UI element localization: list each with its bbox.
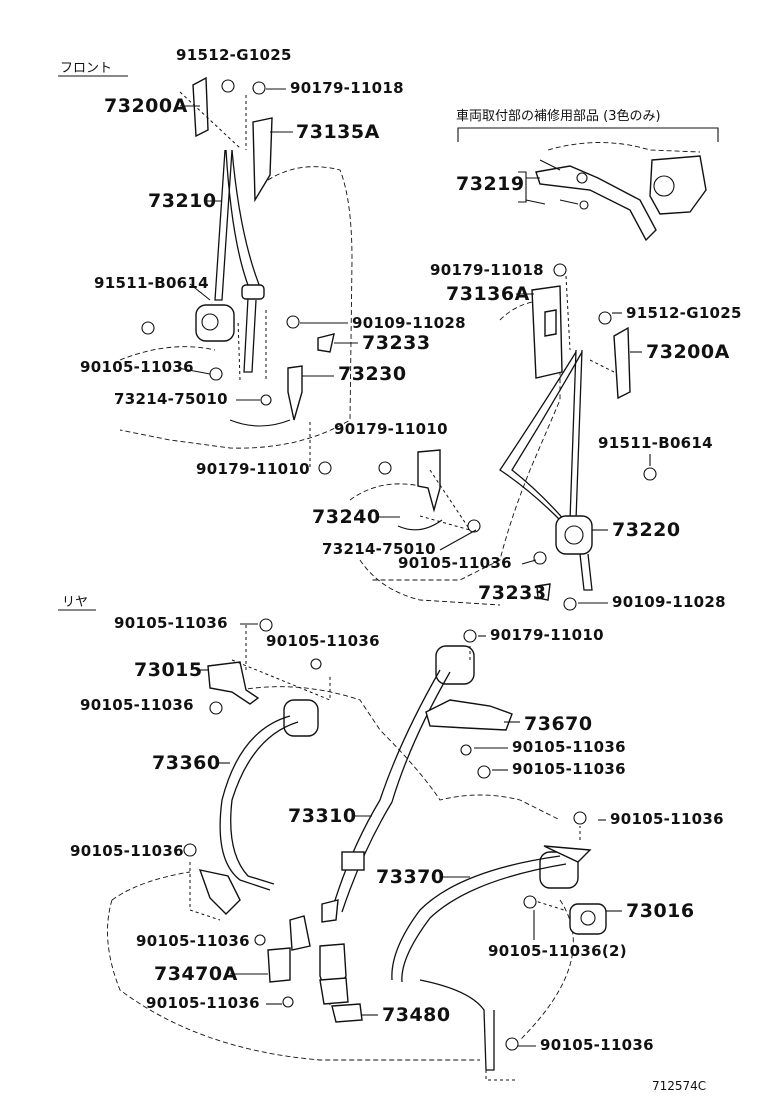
- front-left-seat-outline: [119, 166, 353, 449]
- part-label-73480: 73480: [382, 1004, 451, 1026]
- part-label-90179-11010-front-right: 90179-11010: [334, 420, 448, 438]
- part-label-90109-11028-front-left: 90109-11028: [352, 314, 466, 332]
- part-label-90105-11036-rear-1: 90105-11036: [114, 614, 228, 632]
- part-label-91512-G1025-front-right: 91512-G1025: [626, 304, 742, 322]
- part-label-73136A: 73136A: [446, 283, 530, 305]
- part-label-73214-75010-front-left: 73214-75010: [114, 390, 228, 408]
- repair-parts-note: 車両取付部の補修用部品 (3色のみ): [456, 108, 661, 124]
- part-label-90105-11036-2: 90105-11036(2): [488, 942, 627, 960]
- part-label-91511-B0614-front-left: 91511-B0614: [94, 274, 209, 292]
- repair-bracket-73219: [535, 142, 707, 242]
- part-label-73370: 73370: [376, 866, 445, 888]
- part-label-90105-11036-rear-3: 90105-11036: [80, 696, 194, 714]
- front-section-label: フロント: [60, 61, 112, 76]
- part-label-90179-11010-rear: 90179-11010: [490, 626, 604, 644]
- rear-seat-outline: [107, 686, 574, 1061]
- part-label-73135A: 73135A: [296, 121, 380, 143]
- front-right-bolts: [378, 263, 657, 611]
- part-label-73310: 73310: [288, 805, 357, 827]
- part-label-73670: 73670: [524, 713, 593, 735]
- part-label-90105-11036-rear-4: 90105-11036: [512, 738, 626, 756]
- rear-section-label: リヤ: [62, 595, 88, 610]
- part-label-90105-11036-rear-5: 90105-11036: [512, 760, 626, 778]
- part-label-90105-11036-front-right: 90105-11036: [398, 554, 512, 572]
- part-label-91512-G1025-front-left: 91512-G1025: [176, 46, 292, 64]
- part-label-90105-11036-rear-2: 90105-11036: [266, 632, 380, 650]
- part-label-73233-front-right: 73233: [478, 582, 547, 604]
- part-label-90179-11018-front-right: 90179-11018: [430, 261, 544, 279]
- part-label-90105-11036-rear-9: 90105-11036: [146, 994, 260, 1012]
- rear-bolts: [183, 618, 587, 1051]
- part-label-73233-front-left: 73233: [362, 332, 431, 354]
- part-label-90105-11036-rear-6: 90105-11036: [610, 810, 724, 828]
- front-right-seat-outline: [349, 299, 561, 606]
- part-label-73214-75010-front-right: 73214-75010: [322, 540, 436, 558]
- part-label-90105-11036-front-left: 90105-11036: [80, 358, 194, 376]
- part-label-73200A-front-left: 73200A: [104, 95, 188, 117]
- part-label-73220: 73220: [612, 519, 681, 541]
- part-label-90105-11036-rear-10: 90105-11036: [540, 1036, 654, 1054]
- part-label-90109-11028-front-right: 90109-11028: [612, 593, 726, 611]
- part-label-91511-B0614-front-right: 91511-B0614: [598, 434, 713, 452]
- part-label-73015: 73015: [134, 659, 203, 681]
- part-label-90105-11036-rear-8: 90105-11036: [136, 932, 250, 950]
- front-left-seat-belt: [179, 76, 303, 427]
- rear-seat-belts: [189, 625, 607, 1081]
- front-right-seat-belt: [397, 275, 631, 591]
- drawing-code: 712574C: [652, 1079, 706, 1093]
- part-label-90179-11010-front-left: 90179-11010: [196, 460, 310, 478]
- front-left-bolts: [141, 79, 335, 475]
- part-label-73240: 73240: [312, 506, 381, 528]
- part-label-73210: 73210: [148, 190, 217, 212]
- part-label-90179-11018-front-left: 90179-11018: [290, 79, 404, 97]
- part-label-73470A: 73470A: [154, 963, 238, 985]
- part-label-73230: 73230: [338, 363, 407, 385]
- part-label-73360: 73360: [152, 752, 221, 774]
- part-label-90105-11036-rear-7: 90105-11036: [70, 842, 184, 860]
- part-label-73016: 73016: [626, 900, 695, 922]
- part-label-73219: 73219: [456, 173, 525, 195]
- part-label-73200A-front-right: 73200A: [646, 341, 730, 363]
